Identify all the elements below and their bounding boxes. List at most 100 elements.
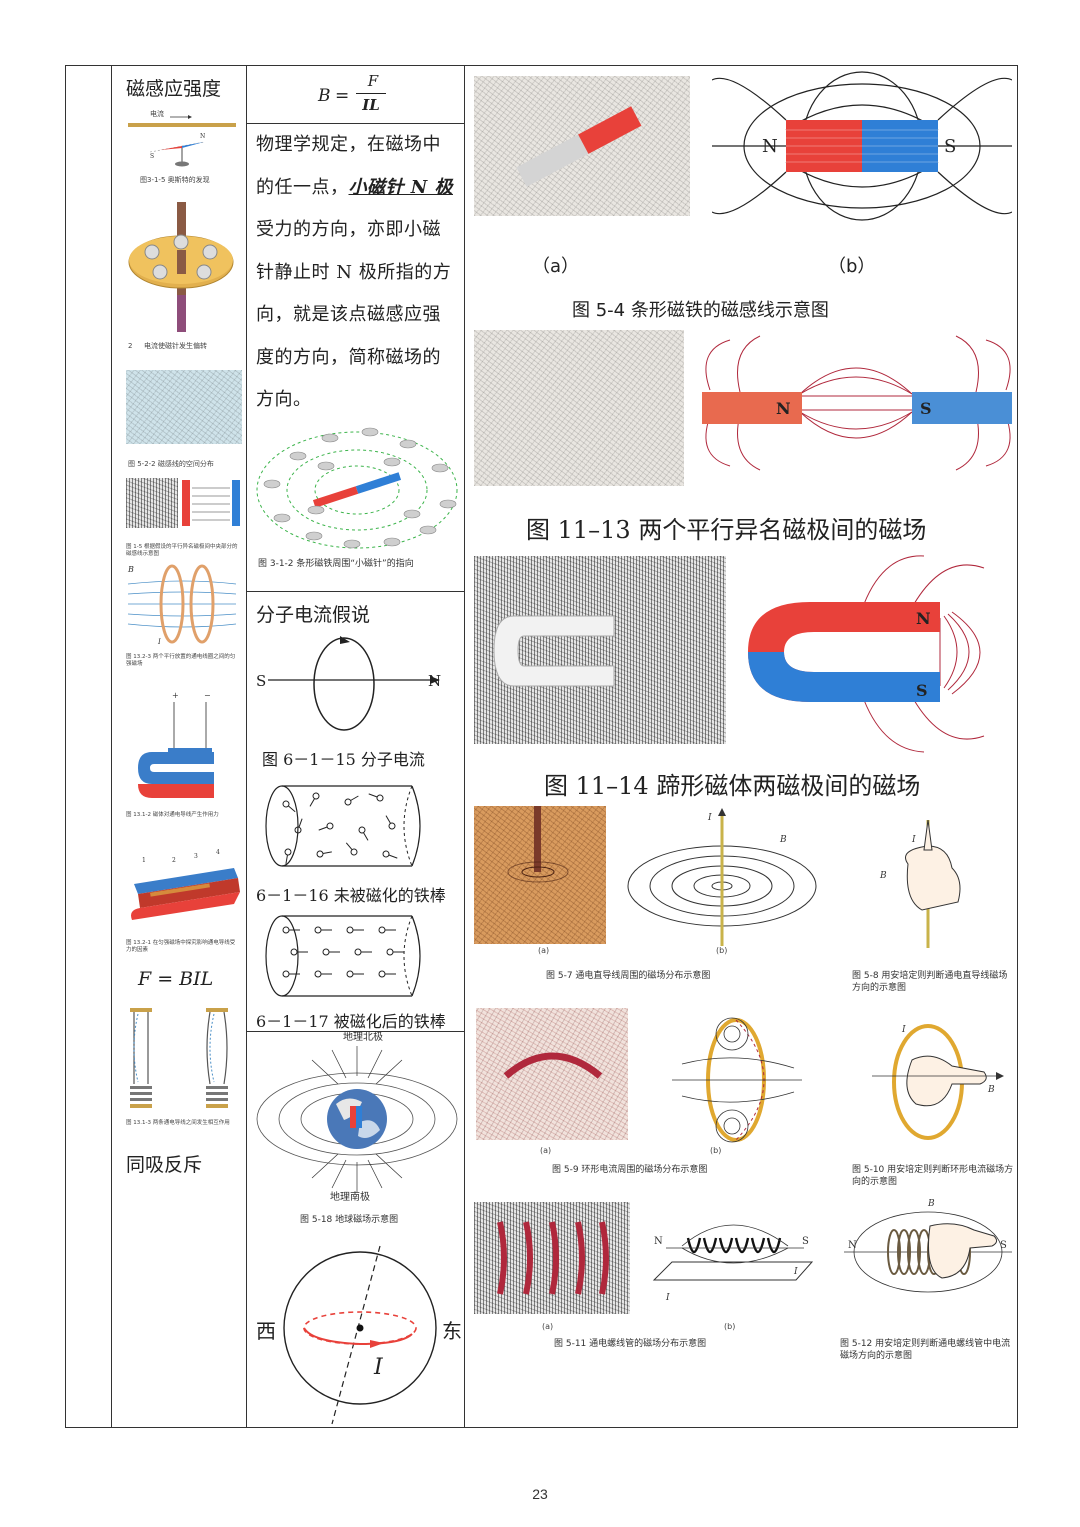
- definition-text-2: 受力的方向，亦即小磁针静止时 N 极所指的方向，就是该点磁感应强度的方向，简称磁…: [256, 219, 452, 410]
- right-hand-rule-solenoid: N S B: [844, 1199, 1012, 1293]
- earth-field-figure: [256, 1046, 458, 1192]
- wire-B-label: B: [779, 835, 787, 845]
- small-a-2: (a): [540, 1146, 552, 1155]
- space-distribution-caption: 图 5-2-2 磁感线的空间分布: [128, 460, 214, 468]
- fig-511-caption: 图 5-11 通电螺线管的磁场分布示意图: [554, 1339, 707, 1349]
- west-label: 西: [256, 1319, 276, 1343]
- needles-around-magnet-figure: [256, 427, 458, 549]
- rh2-I-label: I: [901, 1025, 906, 1035]
- small-b-1: (b): [716, 946, 728, 955]
- table-divider: [246, 66, 247, 1427]
- parallel-poles-field-lines: N S: [702, 335, 1012, 471]
- exp-num-3: 3: [194, 853, 198, 860]
- row-divider: [246, 123, 464, 124]
- small-a-3: (a): [542, 1322, 554, 1331]
- magnetic-induction-title: 磁感应强度: [126, 78, 222, 100]
- row-divider: [246, 1031, 464, 1032]
- right-hand-rule-loop: I B: [872, 1024, 1004, 1140]
- rh3-N-label: N: [848, 1240, 857, 1251]
- force-on-wire-figure: + −: [138, 691, 214, 798]
- fig-57-caption: 图 5-7 通电直导线周围的磁场分布示意图: [546, 971, 711, 981]
- loop-field-diagram: [672, 1017, 802, 1143]
- parallel-wires-figure: [130, 1008, 228, 1108]
- bar-S-label: S: [944, 136, 956, 157]
- unmagnetized-rod-figure: [265, 785, 421, 867]
- plus-sign: +: [172, 691, 179, 700]
- fig-59-caption: 图 5-9 环形电流周围的磁场分布示意图: [552, 1165, 708, 1175]
- fig-616-caption: 6－1－16 未被磁化的铁棒: [256, 886, 446, 905]
- table-divider: [464, 66, 465, 1427]
- horseshoe-photo-overlay: [493, 615, 615, 687]
- loop-filings-photo: [476, 1008, 628, 1140]
- wire-I-label: I: [707, 813, 712, 823]
- geo-north-label: 地理北极: [343, 1032, 383, 1043]
- exp-num-4: 4: [216, 849, 220, 856]
- straight-wire-overlay: [507, 806, 569, 883]
- magnetized-rod-figure: [265, 915, 421, 997]
- page-number: 23: [532, 1486, 548, 1502]
- label-a: （a）: [532, 256, 580, 277]
- svg-text:S: S: [150, 153, 154, 160]
- horseshoe-field-lines: N S: [748, 555, 985, 753]
- fig-54-caption: 图 5-4 条形磁铁的磁感线示意图: [572, 300, 829, 321]
- loop-photo-overlay: [503, 1052, 603, 1079]
- exp-num-2: 2: [172, 857, 176, 864]
- fig-617-caption: 6－1－17 被磁化后的铁棒: [256, 1012, 446, 1031]
- earth-current-figure: 西 东 I: [256, 1245, 462, 1425]
- rh1-I-label: I: [911, 835, 916, 845]
- parallel-poles-diagram: [182, 480, 240, 526]
- solenoid-photo-overlay: [497, 1221, 609, 1295]
- fig-1114-caption: 图 11–14 蹄形磁体两磁极间的磁场: [544, 772, 921, 800]
- parallel-caption: 图 1-5 根据假设的平行异名磁极间中央部分的磁感线示意图: [126, 544, 238, 557]
- parallel-poles-filings-photo: [474, 330, 684, 486]
- earth-caption: 图 5-18 地球磁场示意图: [300, 1215, 399, 1225]
- coil-I-label: I: [157, 638, 161, 646]
- sol-I-label-1: I: [665, 1293, 670, 1303]
- rh1-B-label: B: [879, 871, 887, 881]
- oersted-figure: S N: [128, 115, 236, 167]
- wires-caption: 图 13.1-3 两条通电导线之间发生相互作用: [126, 1120, 230, 1126]
- fig-510-caption: 图 5-10 用安培定则判断环形电流磁场方向的示意图: [852, 1165, 1014, 1187]
- exp-num-1: 1: [142, 857, 146, 864]
- fig-615-caption: 图 6－1－15 分子电流: [262, 750, 425, 769]
- iron-filings-box-photo: [126, 370, 242, 444]
- row-divider: [246, 591, 464, 592]
- molecular-current-title: 分子电流假说: [256, 604, 371, 626]
- bar-N-label: N: [762, 136, 778, 157]
- fig-512-caption: 图 5-12 用安培定则判断通电螺线管中电流磁场方向的示意图: [840, 1339, 1011, 1361]
- formula-equals: =: [335, 86, 350, 106]
- minus-sign: −: [204, 691, 211, 700]
- helmholtz-coils-figure: B I: [127, 564, 237, 646]
- attract-repel-note: 同吸反斥: [126, 1154, 203, 1176]
- hs-S-label: S: [916, 681, 928, 700]
- definition-emphasis: 小磁针 N 极: [348, 176, 453, 198]
- current-label: 电流: [150, 110, 164, 118]
- rh3-B-label: B: [927, 1199, 935, 1209]
- small-b-2: (b): [710, 1146, 722, 1155]
- force-formula: F = BIL: [138, 968, 214, 990]
- east-label: 东: [442, 1319, 462, 1343]
- fig-58-caption: 图 5-8 用安培定则判断通电直导线磁场方向的示意图: [852, 971, 1008, 993]
- needles-caption: 图 3-1-2 条形磁铁周围“小磁针”的指向: [258, 559, 414, 569]
- geo-south-label: 地理南极: [330, 1192, 370, 1203]
- sol-N-label: N: [654, 1236, 663, 1247]
- oersted-caption: 图3-1-5 奥斯特的发现: [140, 176, 210, 184]
- deflect-caption-num: 2: [128, 342, 133, 350]
- label-b: （b）: [828, 256, 876, 277]
- formula-numerator: F: [367, 72, 379, 90]
- compass-board-figure: [128, 202, 234, 332]
- field-direction-definition: 物理学规定，在磁场中的任一点，小磁针 N 极受力的方向，亦即小磁针静止时 N 极…: [256, 124, 458, 422]
- right-hand-rule-wire: I B: [879, 820, 961, 948]
- force-caption: 图 13.1-2 磁体对通电导线产生作用力: [126, 812, 219, 818]
- coil-B-label: B: [127, 565, 134, 574]
- svg-text:N: N: [200, 133, 205, 140]
- content-table: [65, 65, 1018, 1428]
- experiment-caption: 图 13.2-1 在匀强磁场中探究影响通电导线受力的因素: [126, 940, 236, 953]
- straight-wire-filings-photo: [474, 806, 606, 944]
- sol-S-label: S: [802, 1236, 809, 1247]
- loop-S-label: S: [256, 672, 266, 690]
- fraction-bar: [356, 93, 386, 94]
- rh3-S-label: S: [1000, 1240, 1007, 1251]
- bar-magnet-field-lines: N S: [712, 71, 1012, 221]
- hs-N-label: N: [916, 609, 931, 628]
